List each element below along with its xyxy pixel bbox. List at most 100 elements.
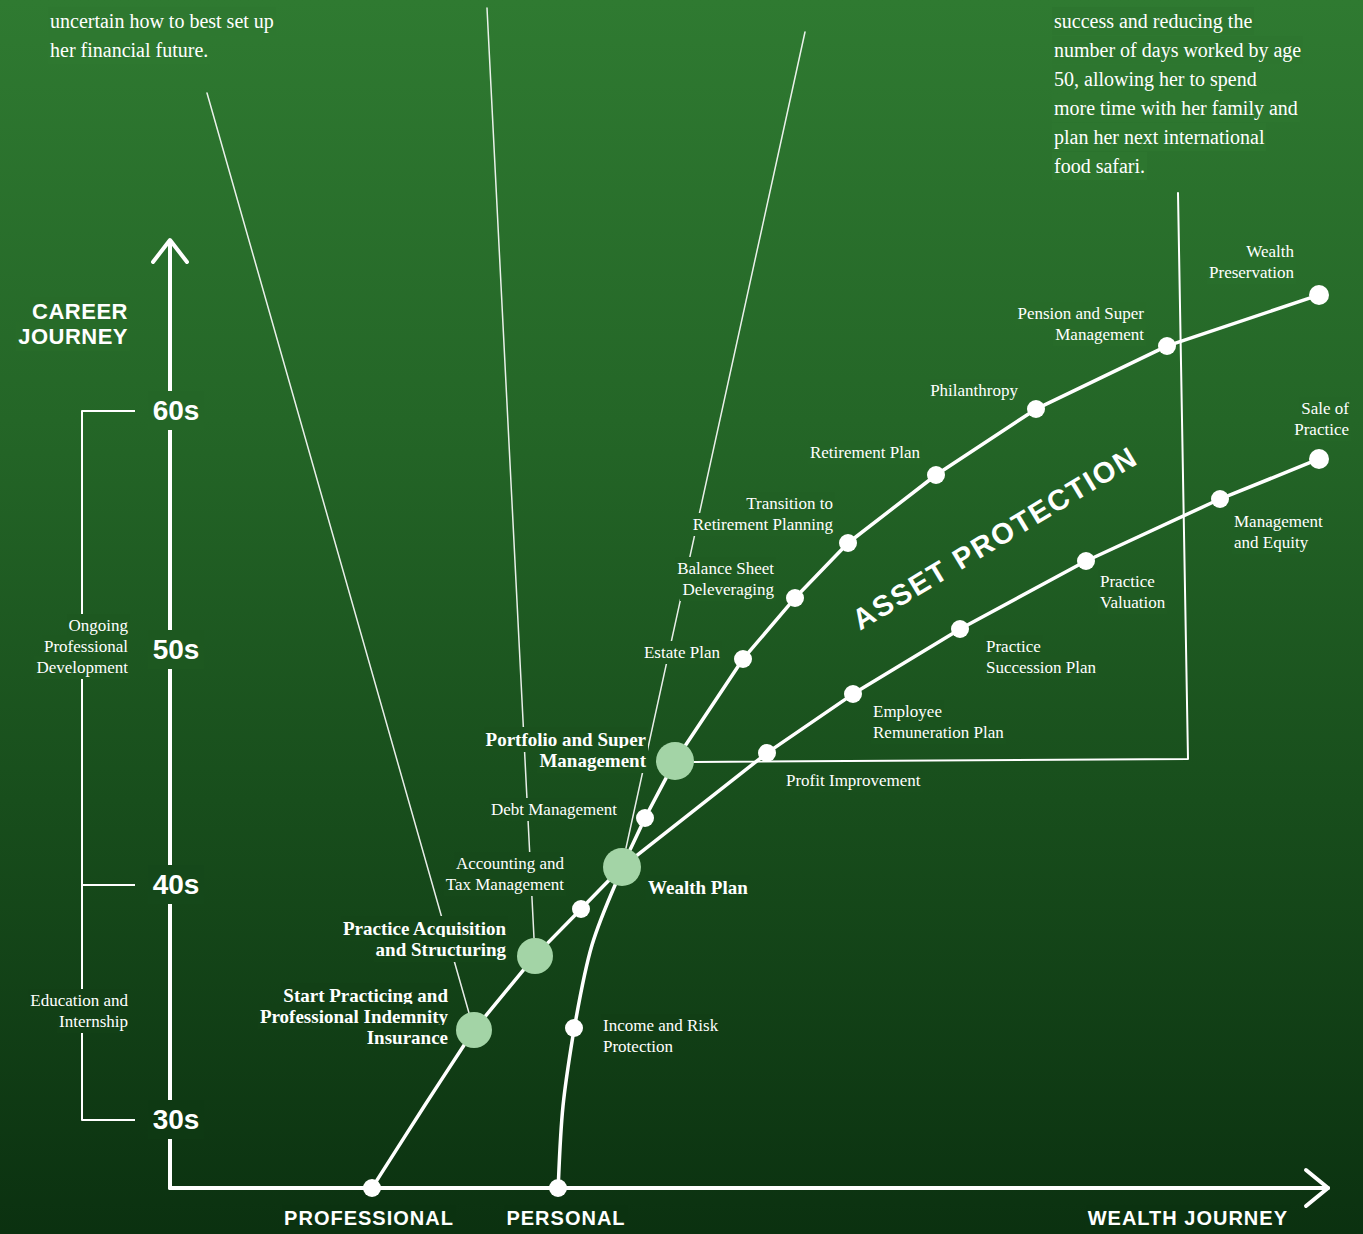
milestone-label: Debt Management xyxy=(489,799,619,820)
milestone-label: PROFESSIONAL xyxy=(282,1206,456,1230)
journey-curve xyxy=(377,1045,464,1180)
milestone-label: Retirement Plan xyxy=(808,442,922,463)
stage-label: Ongoing Professional Development xyxy=(30,615,130,678)
axis-title: CAREER JOURNEY xyxy=(5,299,130,349)
milestone-dot: Debt Management xyxy=(636,809,654,827)
milestone-dot: Income and Risk Protection xyxy=(565,1019,583,1037)
age-tick: 40s xyxy=(148,869,205,901)
stage-label: Education and Internship xyxy=(20,990,130,1032)
milestone-dot: Practice Valuation xyxy=(1077,552,1095,570)
milestone-label: Portfolio and Super Management xyxy=(469,729,648,771)
journey-curve xyxy=(686,666,738,745)
milestone-text: Practice Valuation xyxy=(1098,570,1167,614)
milestone-text: Income and Risk Protection xyxy=(601,1014,720,1058)
milestone-dot: Estate Plan xyxy=(734,650,752,668)
journey-curve xyxy=(1094,503,1212,557)
career-axis xyxy=(168,242,172,1188)
journey-curve xyxy=(485,970,523,1016)
age-tick: 40s xyxy=(148,865,205,904)
axis-title: WEALTH JOURNEY xyxy=(1086,1206,1290,1230)
milestone-text: Sale of Practice xyxy=(1292,397,1351,441)
milestone-dot: Philanthropy xyxy=(1027,400,1045,418)
milestone-circle: Wealth Plan xyxy=(603,848,641,886)
age-tick: 30s xyxy=(148,1104,205,1136)
milestone-label: Wealth Plan xyxy=(646,877,750,898)
milestone-text: Practice Acquisition and Structuring xyxy=(341,916,508,962)
age-tick: 30s xyxy=(148,1100,205,1139)
milestone-text: Transition to Retirement Planning xyxy=(691,492,835,536)
milestone-label: Wealth Preservation xyxy=(1192,241,1296,283)
milestone-label: Practice Succession Plan xyxy=(984,636,1108,678)
milestone-label: Start Practicing and Professional Indemn… xyxy=(241,985,450,1048)
axis-arrowhead xyxy=(153,240,187,262)
milestone-text: PERSONAL xyxy=(504,1205,627,1231)
milestone-text: Pension and Super Management xyxy=(1015,302,1146,346)
milestone-circle: Practice Acquisition and Structuring xyxy=(517,938,553,974)
milestone-text: Wealth Preservation xyxy=(1207,240,1296,284)
milestone-text: Portfolio and Super Management xyxy=(484,727,648,773)
story-text: success and reducing the number of days … xyxy=(1052,7,1303,180)
milestone-label: Pension and Super Management xyxy=(1002,303,1146,345)
milestone-text: Retirement Plan xyxy=(808,441,922,464)
age-bracket-tick xyxy=(82,884,135,886)
journey-curve xyxy=(1044,350,1159,405)
journey-curve xyxy=(774,699,845,748)
milestone-label: Management and Equity xyxy=(1232,511,1336,553)
stage-label: Education and Internship xyxy=(28,989,130,1033)
story-text: success and reducing the number of days … xyxy=(1052,7,1302,181)
milestone-label: Practice Acquisition and Structuring xyxy=(334,918,508,960)
story-text: uncertain how to best set up her financi… xyxy=(48,7,276,64)
age-tick: 50s xyxy=(148,630,205,669)
axis-title: WEALTH JOURNEY xyxy=(1086,1205,1290,1231)
milestone-dot: Profit Improvement xyxy=(758,744,776,762)
milestone-label: Estate Plan xyxy=(642,642,722,663)
journey-curve xyxy=(749,605,789,652)
story-text: uncertain how to best set up her financi… xyxy=(48,7,288,65)
milestone-label: Profit Improvement xyxy=(784,770,923,791)
milestone-text: Wealth Plan xyxy=(646,875,750,900)
milestone-dot: PERSONAL xyxy=(549,1179,567,1197)
wealth-axis xyxy=(170,1186,1328,1190)
milestone-dot: Transition to Retirement Planning xyxy=(839,534,857,552)
milestone-text: Debt Management xyxy=(489,798,619,821)
milestone-dot: Management and Equity xyxy=(1211,490,1229,508)
milestone-text: Practice Succession Plan xyxy=(984,635,1098,679)
milestone-text: Start Practicing and Professional Indemn… xyxy=(258,983,450,1050)
milestone-label: PERSONAL xyxy=(504,1206,627,1230)
milestone-label: Income and Risk Protection xyxy=(601,1015,745,1057)
journey-curve xyxy=(968,565,1078,624)
milestone-label: Employee Remuneration Plan xyxy=(871,701,1020,743)
milestone-text: Profit Improvement xyxy=(784,769,923,792)
milestone-label: Accounting and Tax Management xyxy=(434,853,566,895)
milestone-text: Management and Equity xyxy=(1232,510,1325,554)
journey-curve xyxy=(801,549,842,591)
milestone-dot: Practice Succession Plan xyxy=(951,620,969,638)
journey-curve xyxy=(548,915,575,943)
journey-curve xyxy=(630,826,641,850)
axis-arrowhead xyxy=(1306,1170,1328,1206)
axis-title: CAREER JOURNEY xyxy=(16,297,130,351)
journey-curve xyxy=(559,1037,573,1179)
milestone-dot: Pension and Super Management xyxy=(1158,337,1176,355)
milestone-text: Balance Sheet Deleveraging xyxy=(675,557,776,601)
journey-curve xyxy=(1228,463,1309,496)
milestone-dot: Employee Remuneration Plan xyxy=(844,685,862,703)
milestone-label: Sale of Practice xyxy=(1277,398,1351,440)
fan-line xyxy=(626,32,805,848)
journey-curve xyxy=(1176,298,1310,343)
milestone-label: Transition to Retirement Planning xyxy=(681,493,835,535)
milestone-circle: Start Practicing and Professional Indemn… xyxy=(456,1012,492,1048)
journey-curve xyxy=(649,778,666,810)
milestone-label: Practice Valuation xyxy=(1098,571,1182,613)
journey-curve xyxy=(944,414,1029,470)
milestone-text: Philanthropy xyxy=(928,379,1020,402)
age-tick: 60s xyxy=(148,395,205,427)
milestone-circle: Portfolio and Super Management xyxy=(656,742,694,780)
stage-label: Ongoing Professional Development xyxy=(34,614,130,679)
milestone-dot: Wealth Preservation xyxy=(1309,285,1329,305)
milestone-label: Balance Sheet Deleveraging xyxy=(662,558,776,600)
